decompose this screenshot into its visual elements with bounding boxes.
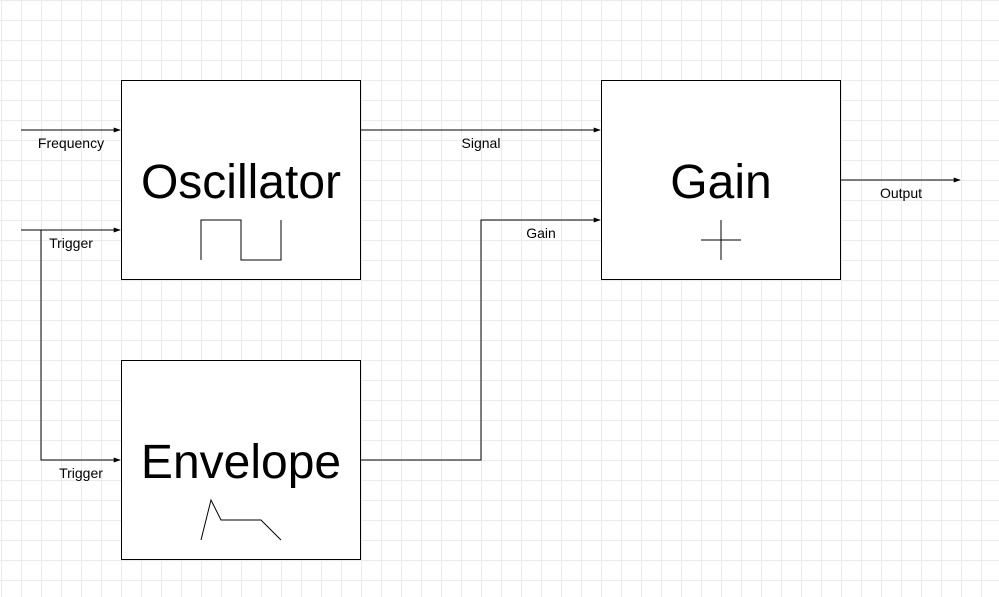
trigger-envelope-connector [40, 230, 121, 463]
output-label: Output [879, 185, 923, 201]
plus-icon [701, 220, 741, 260]
frequency-label: Frequency [37, 135, 105, 151]
adsr-envelope-icon [200, 498, 282, 541]
trigger-envelope-label: Trigger [59, 465, 103, 481]
gain-title: Gain [670, 156, 772, 209]
gain-control-connector [361, 217, 601, 461]
oscillator-title: Oscillator [140, 156, 342, 209]
signal-label: Signal [461, 135, 501, 151]
envelope-block[interactable]: Envelope [121, 360, 361, 560]
trigger-oscillator-label: Trigger [49, 235, 93, 251]
oscillator-block[interactable]: Oscillator [121, 80, 361, 280]
square-wave-icon [200, 219, 282, 261]
gain-input-label: Gain [526, 225, 556, 241]
envelope-title: Envelope [140, 436, 342, 489]
gain-block[interactable]: Gain [601, 80, 841, 280]
